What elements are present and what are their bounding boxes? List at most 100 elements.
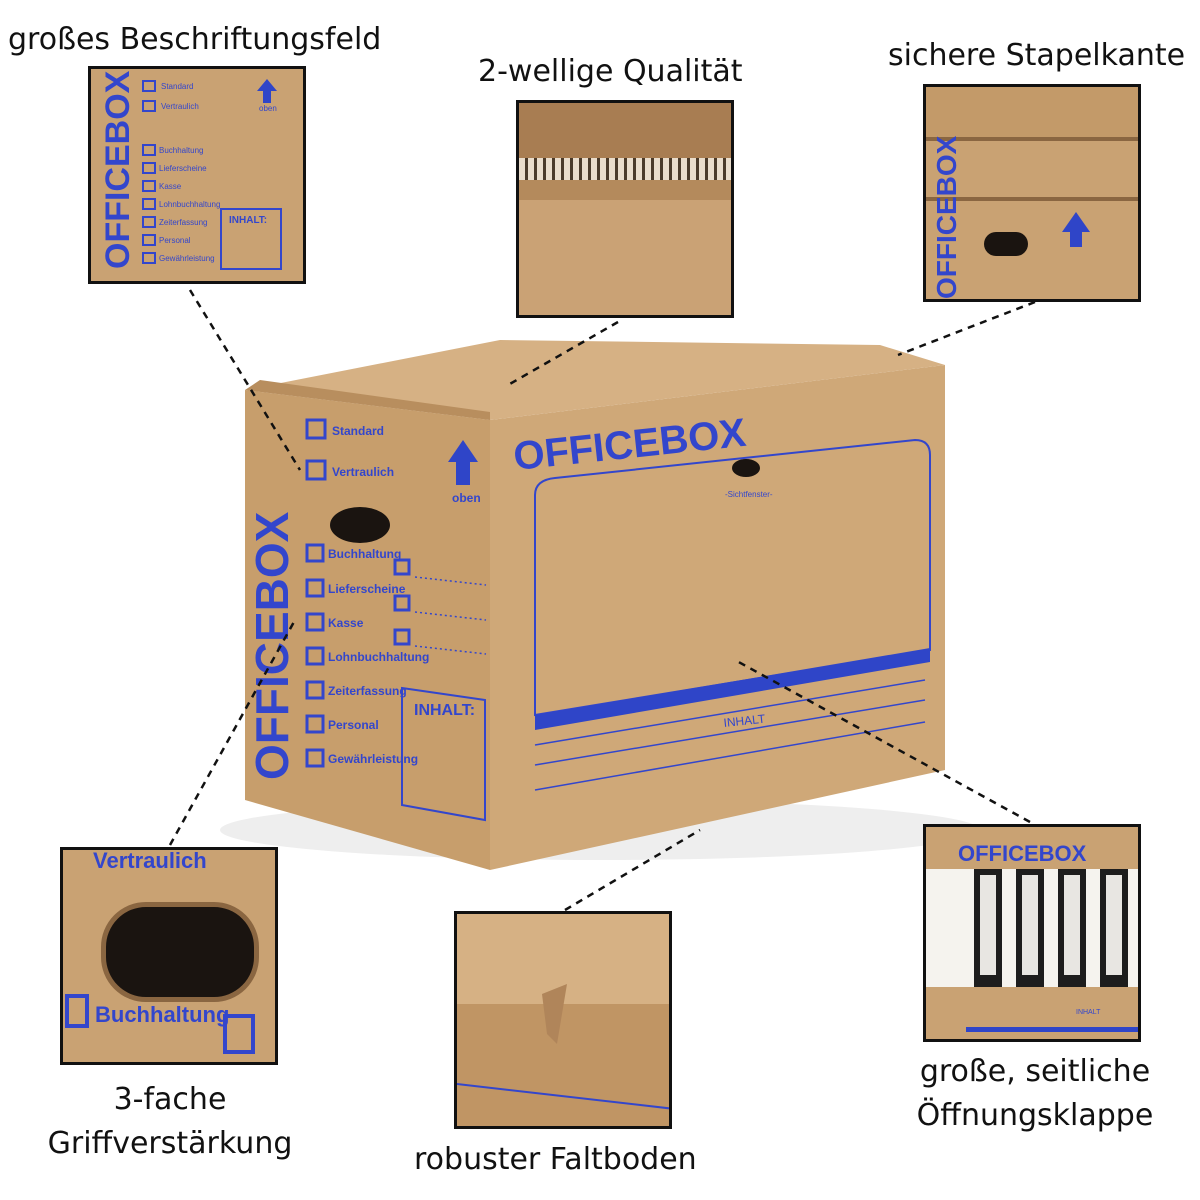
box-graphic-shape [142,216,156,228]
print-lieferscheine: Lieferscheine [328,582,406,596]
box-graphic-shape [305,646,325,666]
inset-stack-edge: OFFICEBOX [923,84,1141,302]
box-graphic-shape [457,1083,669,1110]
box-print-text: Kasse [159,182,182,191]
box-print-text: Lieferscheine [159,164,207,173]
box-graphic-shape: Standard Vertraulich Buchhaltung Liefers… [328,424,429,766]
box-graphic-shape [65,994,89,1028]
print-zeiterfassung: Zeiterfassung [328,684,407,698]
box-print-text: Buchhaltung [159,146,203,155]
box-print-text: INHALT [1076,1009,1101,1016]
box-graphic-shape [564,828,701,912]
box-graphic-shape [734,658,1031,824]
front-stripe [535,648,930,730]
box-print-text: OFFICEBOX [958,841,1087,866]
box-graphic-shape [414,576,487,655]
inset-corrugation [516,100,734,318]
caption-flap-line1: große, seitliche [919,1054,1151,1089]
print-inhalt-side: INHALT: [414,702,475,719]
box-print-text: INHALT: [229,215,267,226]
box-graphic-shape [393,594,411,612]
caption-stack-edge: sichere Stapelkante [888,38,1186,73]
caption-flap-line2: Öffnungsklappe [916,1098,1154,1133]
inset-bottom [454,911,672,1129]
box-lid [245,340,945,420]
box-graphic-shape [142,144,156,156]
print-kasse: Kasse [328,616,364,630]
box-print-text: Standard [161,82,193,91]
box-graphic-shape [305,612,325,632]
print-sichtfenster: -Sichtfenster- [725,490,773,499]
box-graphic-shape [142,180,156,192]
box-graphic-shape [188,289,302,471]
box-graphic-shape [220,208,282,270]
caption-flap: große, seitliche Öffnungsklappe [900,1050,1170,1138]
side-handle-hole [330,507,390,543]
box-graphic-shape [305,680,325,700]
side-brand: OFFICEBOX [246,511,298,780]
inset-side-flap: OFFICEBOX INHALT [923,824,1141,1042]
box-print-text: Buchhaltung [95,1002,229,1027]
box-print-text: Vertraulich [161,102,199,111]
box-graphic-shape [142,162,156,174]
box-graphic-shape [305,543,325,563]
leader-lines [168,289,1036,912]
box-graphic-shape [142,198,156,210]
box-print-text: Lohnbuchhaltung [159,200,220,209]
print-oben: oben [452,491,481,505]
box-graphic-shape [1022,875,1038,975]
window-outline [534,438,931,717]
box-graphic-shape [257,79,277,103]
box-graphic-shape [401,686,486,822]
inset-grip: Vertraulich Buchhaltung [60,847,278,1065]
box-graphic-shape [1106,875,1122,975]
box-graphic-shape [414,611,487,621]
print-inhalt-front: INHALT [723,712,767,730]
box-graphic-shape [305,459,327,481]
box-graphic-shape [542,984,567,1044]
print-vertraulich: Vertraulich [332,465,394,479]
box-graphic-shape [980,875,1122,975]
box-graphic-shape [393,628,411,646]
box-graphic-shape [168,619,297,846]
box-print-text: OFFICEBOX [99,70,137,269]
box-graphic-shape [142,252,156,264]
caption-grip-line1: 3-fache [113,1082,227,1117]
box-graphic-shape [1064,875,1080,975]
box-print-text: Zeiterfassung [159,218,207,227]
box-graphic-shape [966,1027,1138,1032]
box-graphic-shape [245,380,490,420]
print-lohnbuchhaltung: Lohnbuchhaltung [328,650,429,664]
caption-grip: 3-fache Griffverstärkung [40,1078,300,1166]
box-graphic-shape [534,721,926,791]
caption-grip-line2: Griffverstärkung [47,1126,293,1161]
print-gewaehrleistung: Gewährleistung [328,752,418,766]
box-graphic-shape [305,418,411,768]
box-graphic-shape [142,80,156,92]
box-graphic-shape [305,748,325,768]
box-graphic-shape [534,679,926,746]
box-print-text: Gewährleistung [159,254,215,263]
print-buchhaltung: Buchhaltung [328,547,401,561]
box-graphic-shape [897,300,1036,357]
box-print-text: OFFICEBOX [931,135,962,299]
box-graphic-shape [393,558,411,576]
box-graphic-shape [414,576,487,586]
box-graphic-shape [305,578,325,598]
print-personal: Personal [328,718,379,732]
box-graphic-shape [507,320,619,387]
box-print-text: oben [259,104,277,113]
box-graphic-shape [1062,212,1090,247]
box-graphic-shape [305,418,327,440]
box-graphic-shape [414,645,487,655]
box-graphic-shape [305,714,325,734]
box-print-text: Personal [159,236,191,245]
caption-quality: 2-wellige Qualität [478,54,743,89]
box-graphic-shape [142,80,282,270]
caption-bottom: robuster Faltboden [414,1142,697,1177]
box-graphic-shape [142,234,156,246]
print-standard: Standard [332,424,384,438]
up-arrow-icon [448,440,478,485]
box-graphic-shape [534,699,926,766]
